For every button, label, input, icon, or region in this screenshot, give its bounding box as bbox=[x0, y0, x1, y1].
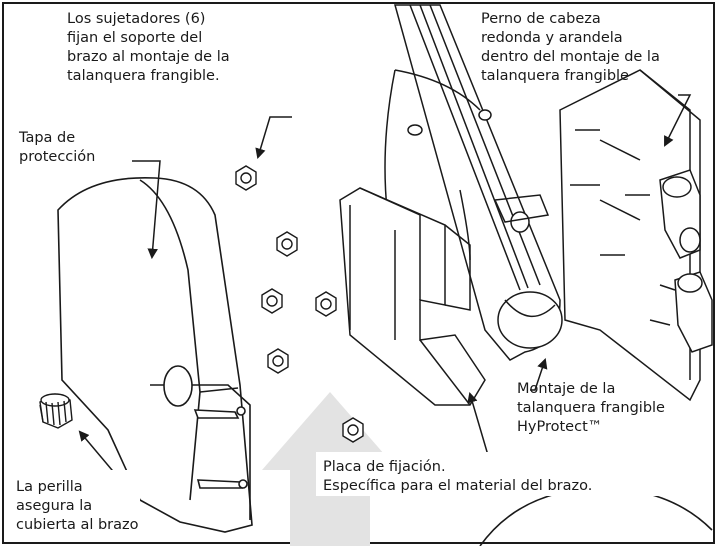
protective-cap bbox=[57, 176, 253, 533]
curved-edge bbox=[479, 487, 713, 546]
plate-label-panel bbox=[316, 452, 668, 496]
fasteners-label: Los sujetadores (6) fijan el soporte del… bbox=[67, 11, 230, 84]
arrow-icon bbox=[255, 116, 292, 160]
mount-label: Montaje de la talanquera frangible HyPro… bbox=[517, 381, 665, 435]
knob-label: La perilla asegura la cubierta al brazo bbox=[16, 479, 139, 533]
mounting-plate bbox=[339, 187, 486, 406]
cap-label: Tapa de protección bbox=[19, 130, 96, 165]
nut-6 bbox=[342, 417, 364, 443]
arrow-icon bbox=[132, 160, 161, 260]
nut-3 bbox=[261, 288, 283, 314]
gate-arm bbox=[394, 4, 563, 361]
knob-label-panel bbox=[10, 470, 140, 542]
breakaway-mount bbox=[559, 69, 713, 402]
plate-label: Placa de fijación. Específica para el ma… bbox=[323, 459, 593, 494]
nut-2 bbox=[276, 231, 298, 257]
knob bbox=[39, 393, 73, 429]
carriage-bolt-label: Perno de cabeza redonda y arandela dentr… bbox=[481, 11, 660, 84]
nut-4 bbox=[315, 291, 337, 317]
arrow-icon bbox=[664, 94, 692, 147]
arrow-icon bbox=[530, 358, 548, 391]
nut-5 bbox=[267, 348, 289, 374]
nut-1 bbox=[235, 165, 257, 191]
fastener-nuts bbox=[235, 165, 364, 443]
